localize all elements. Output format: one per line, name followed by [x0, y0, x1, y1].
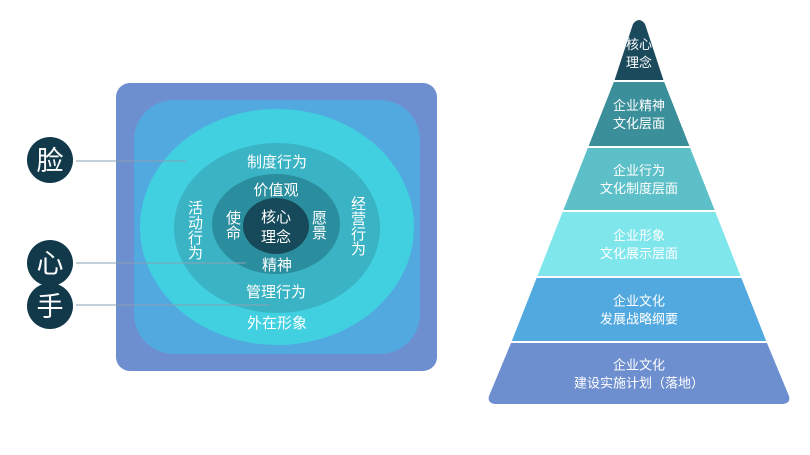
label-vision: 愿景 — [310, 210, 328, 240]
core-ellipse — [243, 198, 309, 254]
pyramid-tier-3-line2: 文化制度层面 — [600, 181, 678, 197]
label-values: 价值观 — [253, 181, 298, 199]
pyramid-tier-4 — [537, 212, 741, 276]
pyramid-tier-2-line1: 企业精神 — [613, 98, 665, 114]
pyramid-tier-1 — [614, 20, 664, 80]
side-badges: 脸 心 手 — [27, 137, 270, 329]
pyramid: 核心理念企业精神文化层面企业行为文化制度层面企业形象文化展示层面企业文化发展战略… — [488, 20, 790, 404]
label-mission: 使命 — [224, 210, 242, 240]
pyramid-tier-5-line1: 企业文化 — [613, 294, 665, 310]
label-manage: 管理行为 — [246, 283, 306, 301]
pyramid-tier-5-line2: 发展战略纲要 — [600, 312, 678, 328]
badge-face — [27, 137, 73, 183]
pyramid-tier-4-line2: 文化展示层面 — [600, 247, 678, 262]
badge-heart — [27, 240, 73, 286]
pyramid-tier-2 — [588, 82, 690, 146]
concentric-model: 制度行为 价值观 精神 管理行为 外在形象 活动行为 经营行为 使命 愿景 核心… — [116, 83, 437, 371]
badge-face-label: 脸 — [37, 146, 64, 177]
pyramid-tier-6-line2: 建设实施计划（落地） — [574, 377, 704, 392]
pyramid-tier-2-line2: 文化层面 — [613, 117, 665, 132]
pyramid-tier-5 — [511, 278, 767, 341]
label-core-line1: 核心 — [261, 208, 291, 226]
label-outer: 外在形象 — [247, 314, 307, 332]
badge-hand-label: 手 — [37, 292, 64, 323]
label-operation: 经营行为 — [349, 196, 367, 257]
badge-heart-label: 心 — [37, 249, 64, 280]
label-activity: 活动行为 — [186, 200, 204, 261]
label-system: 制度行为 — [247, 153, 307, 171]
label-core-line2: 理念 — [261, 228, 291, 246]
pyramid-tier-3 — [563, 148, 715, 210]
pyramid-tier-3-line1: 企业行为 — [613, 163, 665, 179]
pyramid-tier-4-line1: 企业形象 — [613, 228, 665, 244]
pyramid-tier-6-line1: 企业文化 — [613, 358, 665, 374]
label-spirit: 精神 — [262, 256, 292, 274]
badge-hand — [27, 283, 73, 329]
pyramid-tier-1-line1: 核心 — [626, 38, 652, 53]
pyramid-tier-6 — [488, 343, 790, 404]
pyramid-tier-1-line2: 理念 — [626, 55, 652, 71]
